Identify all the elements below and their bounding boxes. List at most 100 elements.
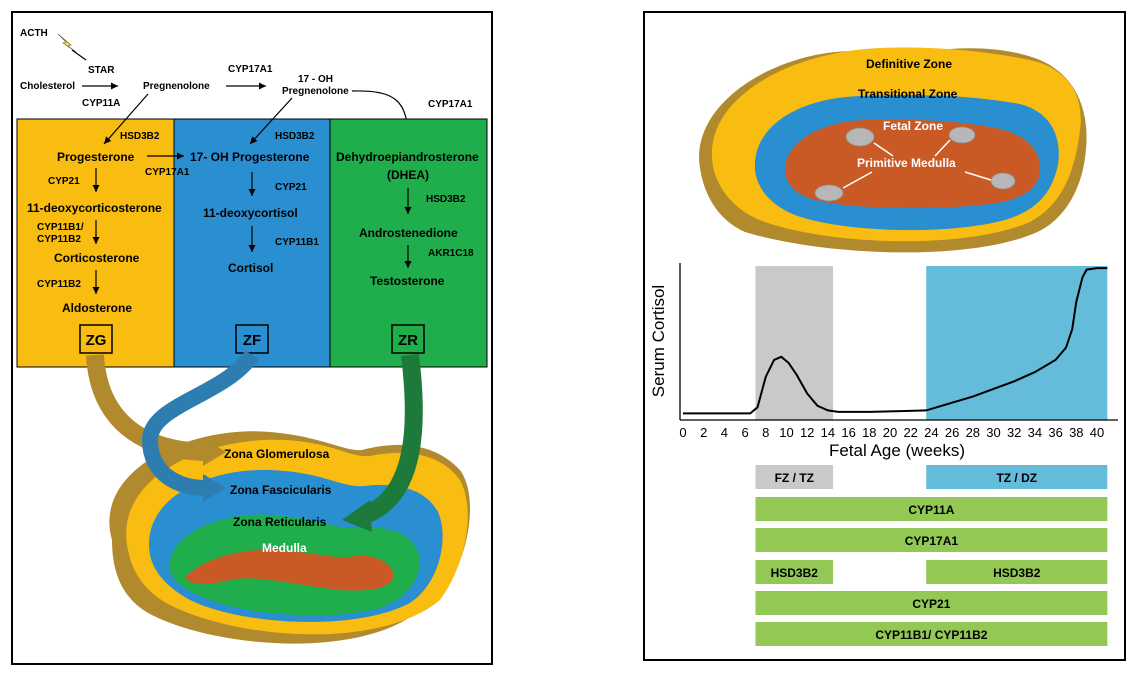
- dhea-label-1: Dehydroepiandrosterone: [336, 150, 479, 164]
- acth-label: ACTH: [20, 28, 48, 39]
- zf-cyp11b1: CYP11B1: [275, 237, 319, 248]
- reticularis-label: Zona Reticularis: [233, 515, 327, 529]
- expression-bar-label: FZ / TZ: [775, 471, 814, 485]
- right-panel: Definitive Zone Transitional Zone Fetal …: [643, 11, 1126, 661]
- preg-prog-arrow: [103, 93, 149, 145]
- cortisol-label: Cortisol: [228, 261, 273, 275]
- zf-cyp21: CYP21: [275, 182, 307, 193]
- androstenedione-label: Androstenedione: [359, 226, 458, 240]
- zg-zone-label: ZG: [86, 332, 107, 349]
- deoxycortisol-label: 11-deoxycortisol: [203, 206, 298, 220]
- expression-bar-label: HSD3B2: [993, 566, 1041, 580]
- cyp11a-label: CYP11A: [82, 98, 120, 109]
- cyp17a1-right-label: CYP17A1: [428, 99, 473, 110]
- zf-zone-label: ZF: [243, 332, 261, 349]
- x-tick-label: 24: [924, 425, 938, 440]
- leader-line-1: [873, 142, 894, 157]
- oh-progesterone-label: 17- OH Progesterone: [190, 150, 310, 164]
- zg-cyp17a1: CYP17A1: [145, 167, 190, 178]
- star-label: STAR: [88, 65, 115, 76]
- zr-akr1c18: AKR1C18: [428, 248, 474, 259]
- leader-line-3: [842, 171, 873, 189]
- cholesterol-label: Cholesterol: [20, 81, 75, 92]
- expression-bar: [755, 497, 1108, 521]
- fetal-zone-label: Fetal Zone: [883, 119, 943, 133]
- lightning-icon: [57, 33, 77, 53]
- pregnenolone-label: Pregnenolone: [143, 81, 210, 92]
- zg-cyp11b1-1: CYP11B1/: [37, 222, 84, 233]
- x-tick-label: 22: [903, 425, 917, 440]
- zr-to-gland-arrow: [361, 353, 423, 524]
- zg-cyp11b2: CYP11B2: [37, 279, 81, 290]
- zf-to-gland-arrow: [141, 350, 259, 496]
- expression-bar-label: CYP11A: [908, 503, 954, 517]
- x-tick-label: 30: [986, 425, 1000, 440]
- zg-to-gland-arrow: [86, 354, 206, 461]
- expression-bar: [926, 560, 1108, 584]
- deoxycorticosterone-label: 11-deoxycorticosterone: [27, 201, 162, 215]
- zr-hsd3b2: HSD3B2: [426, 194, 466, 205]
- medulla-cell-3: [814, 184, 844, 202]
- x-tick-label: 16: [841, 425, 855, 440]
- expression-bar: [755, 560, 834, 584]
- expression-bar-label: TZ / DZ: [996, 471, 1037, 485]
- x-tick-label: 28: [966, 425, 980, 440]
- primitive-medulla-label: Primitive Medulla: [857, 156, 956, 170]
- x-tick-label: 4: [721, 425, 728, 440]
- left-panel: ACTH STAR Cholesterol CYP11A Pregnenolon…: [11, 11, 493, 665]
- expression-bar: [755, 528, 1108, 552]
- x-tick-label: 0: [679, 425, 686, 440]
- medulla-cell-2: [948, 126, 976, 144]
- transitional-zone-label: Transitional Zone: [858, 87, 958, 101]
- expression-bar: [926, 465, 1108, 489]
- zg-arrowhead: [203, 438, 226, 466]
- gland-medulla-layer: [185, 549, 394, 591]
- medulla-label: Medulla: [262, 541, 307, 555]
- zf-arrowhead: [203, 474, 226, 502]
- medulla-cell-1: [845, 127, 875, 147]
- glomerulosa-label: Zona Glomerulosa: [224, 447, 330, 461]
- acth-arrow: [71, 49, 87, 61]
- medulla-cells: [814, 126, 1016, 202]
- expression-bar: [755, 622, 1108, 646]
- expression-bar-label: CYP11B1/ CYP11B2: [875, 628, 987, 642]
- expression-bar-label: CYP21: [912, 597, 950, 611]
- zg-cyp21: CYP21: [48, 176, 80, 187]
- fasciculata-label: Zona Fascicularis: [230, 483, 332, 497]
- x-tick-label: 2: [700, 425, 707, 440]
- definitive-zone-label: Definitive Zone: [866, 57, 952, 71]
- oh-preg-label-1: 17 - OH: [298, 74, 333, 85]
- ohpreg-ohprog-arrow: [249, 97, 293, 145]
- zr-arrowhead: [342, 500, 372, 532]
- cyp17a1-top-label: CYP17A1: [228, 64, 273, 75]
- chart-shading: [755, 266, 1108, 420]
- testosterone-label: Testosterone: [370, 274, 445, 288]
- corticosterone-label: Corticosterone: [54, 251, 140, 265]
- shaded-region-1: [755, 266, 834, 420]
- zf-zone-box: [235, 324, 269, 354]
- x-axis-label: Fetal Age (weeks): [829, 441, 965, 460]
- medulla-cell-4: [990, 172, 1016, 190]
- x-tick-label: 6: [741, 425, 748, 440]
- zr-zone-box: [391, 324, 425, 354]
- aldosterone-label: Aldosterone: [62, 301, 132, 315]
- x-tick-label: 32: [1007, 425, 1021, 440]
- progesterone-label: Progesterone: [57, 150, 135, 164]
- leader-line-2: [934, 139, 951, 157]
- medulla-leader-lines: [842, 139, 992, 189]
- zg-cyp11b1-2: CYP11B2: [37, 234, 81, 245]
- dhea-label-2: (DHEA): [387, 168, 429, 182]
- x-tick-label: 34: [1028, 425, 1042, 440]
- x-tick-label: 26: [945, 425, 959, 440]
- x-tick-label: 36: [1048, 425, 1062, 440]
- x-tick-label: 38: [1069, 425, 1083, 440]
- expression-bar: [755, 465, 834, 489]
- x-tick-label: 12: [800, 425, 814, 440]
- zf-hsd3b2: HSD3B2: [275, 131, 315, 142]
- x-tick-label: 14: [821, 425, 835, 440]
- x-tick-label: 20: [883, 425, 897, 440]
